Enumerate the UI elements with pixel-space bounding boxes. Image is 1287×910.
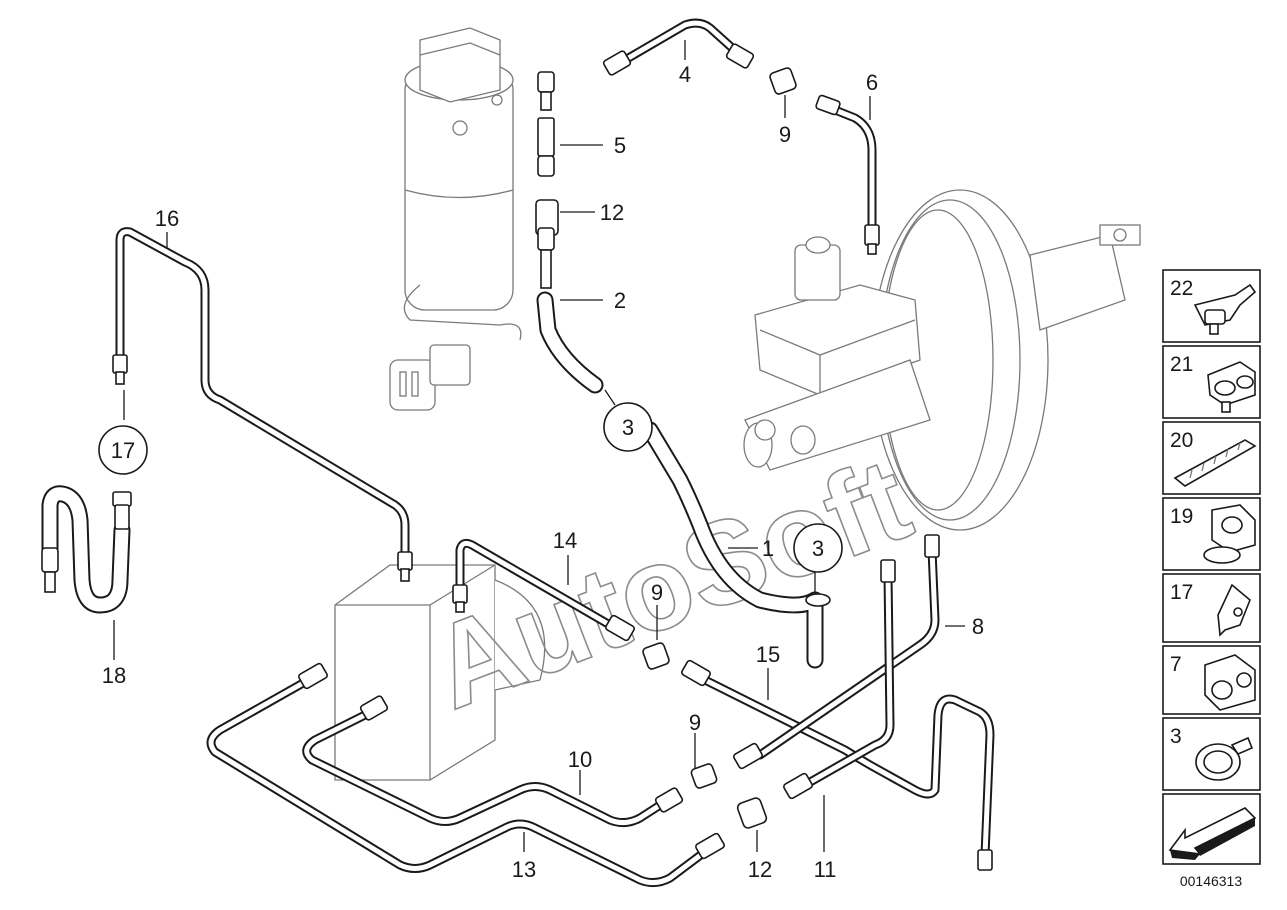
index-item-22[interactable]: 22: [1162, 269, 1261, 343]
index-item-7[interactable]: 7: [1162, 645, 1261, 715]
pipe-4[interactable]: [620, 18, 745, 65]
clip-19-icon: [1203, 504, 1256, 564]
callout-4: 4: [679, 62, 691, 87]
callout-17: 17: [111, 438, 135, 463]
callout-circle-3a: [603, 402, 653, 452]
callout-14: 14: [553, 528, 577, 553]
callout-12-low: 12: [748, 857, 772, 882]
callout-18: 18: [102, 663, 126, 688]
pipe-6[interactable]: [825, 103, 877, 235]
holder-20-icon: [1173, 439, 1257, 487]
index-label-22: 22: [1170, 277, 1193, 300]
callout-3a: 3: [622, 415, 634, 440]
index-label-7: 7: [1170, 653, 1182, 676]
callout-circle-3b: [793, 523, 843, 573]
pipe-11[interactable]: [800, 570, 895, 790]
hose-clamp-3-icon: [1195, 736, 1254, 781]
hose-clamp: [805, 593, 831, 607]
arrow-back-icon: [1168, 807, 1257, 860]
callout-10: 10: [568, 747, 592, 772]
hose-2[interactable]: [536, 291, 604, 394]
pipe-8[interactable]: [755, 545, 940, 760]
index-item-3[interactable]: 3: [1162, 717, 1261, 791]
callout-11: 11: [814, 857, 837, 882]
index-label-19: 19: [1170, 505, 1193, 528]
index-item-20[interactable]: 20: [1162, 421, 1261, 495]
callout-8: 8: [972, 614, 984, 639]
callout-13: 13: [512, 857, 536, 882]
clip-22-icon: [1193, 283, 1257, 335]
callout-5: 5: [614, 133, 626, 158]
callout-3b: 3: [812, 536, 824, 561]
index-item-17[interactable]: 17: [1162, 573, 1261, 643]
master-cylinder: [743, 236, 931, 471]
hose-18[interactable]: [41, 485, 131, 614]
index-label-17: 17: [1170, 581, 1193, 604]
callout-2: 2: [614, 288, 626, 313]
callout-circle-17: [98, 425, 148, 475]
callout-12-top: 12: [600, 200, 624, 225]
pipe-14[interactable]: [455, 538, 620, 633]
hose-1[interactable]: [641, 421, 824, 669]
fittings: [41, 43, 993, 871]
pipe-16[interactable]: [115, 227, 410, 565]
pipe-10[interactable]: [302, 705, 673, 828]
callout-9-top: 9: [779, 122, 791, 147]
callout-9-low: 9: [689, 710, 701, 735]
index-item-21[interactable]: 21: [1162, 345, 1261, 419]
nav-back-button[interactable]: [1162, 793, 1261, 865]
index-item-19[interactable]: 19: [1162, 497, 1261, 571]
callout-15: 15: [756, 642, 780, 667]
brake-booster: [871, 189, 1141, 531]
index-label-21: 21: [1170, 353, 1193, 376]
clip-7-icon: [1204, 654, 1256, 711]
index-label-20: 20: [1170, 429, 1193, 452]
callout-9-mid: 9: [651, 580, 663, 605]
callout-16: 16: [155, 206, 179, 231]
pipe-13[interactable]: [206, 673, 715, 888]
leader-lines: [113, 40, 965, 852]
clip-21-icon: [1207, 361, 1256, 413]
pipe-15[interactable]: [690, 670, 995, 860]
hydraulic-unit: [334, 564, 546, 781]
index-label-3: 3: [1170, 725, 1182, 748]
bracket-17-icon: [1217, 583, 1251, 637]
parts-index-panel: 22 21 20: [1162, 269, 1261, 889]
callouts: 5 12 2 4 9 6 16 18 1 8 14 9 15 9 10 12 1…: [98, 62, 984, 882]
accumulator: [389, 27, 522, 411]
callout-1: 1: [762, 536, 774, 561]
reference-number: 00146313: [1180, 873, 1243, 889]
callout-6: 6: [866, 70, 878, 95]
